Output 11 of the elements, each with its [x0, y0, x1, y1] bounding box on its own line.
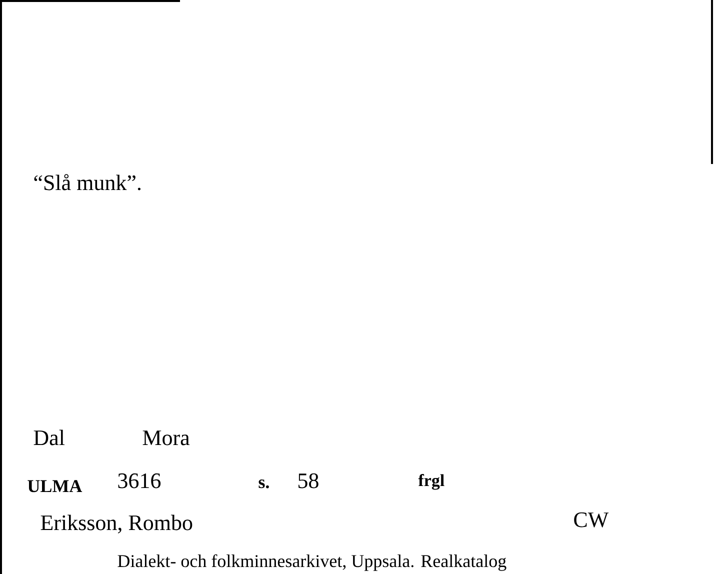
category-abbreviation: frgl — [418, 474, 444, 490]
place-name: Dal — [34, 430, 65, 446]
archive-footer: Dialekt- och folkminnesarkivet, Uppsala. Realkatalog — [118, 554, 506, 571]
archive-code: ULMA — [28, 480, 82, 492]
informant-name: Eriksson, Rombo — [40, 514, 192, 534]
record-number: 3616 — [118, 473, 161, 488]
card-title: “Slå munk”. — [34, 174, 141, 190]
collector-initials: CW — [574, 512, 609, 528]
page-abbreviation: s. — [258, 480, 269, 488]
place-name: Mora — [142, 430, 190, 446]
page-number: 58 — [298, 473, 318, 488]
